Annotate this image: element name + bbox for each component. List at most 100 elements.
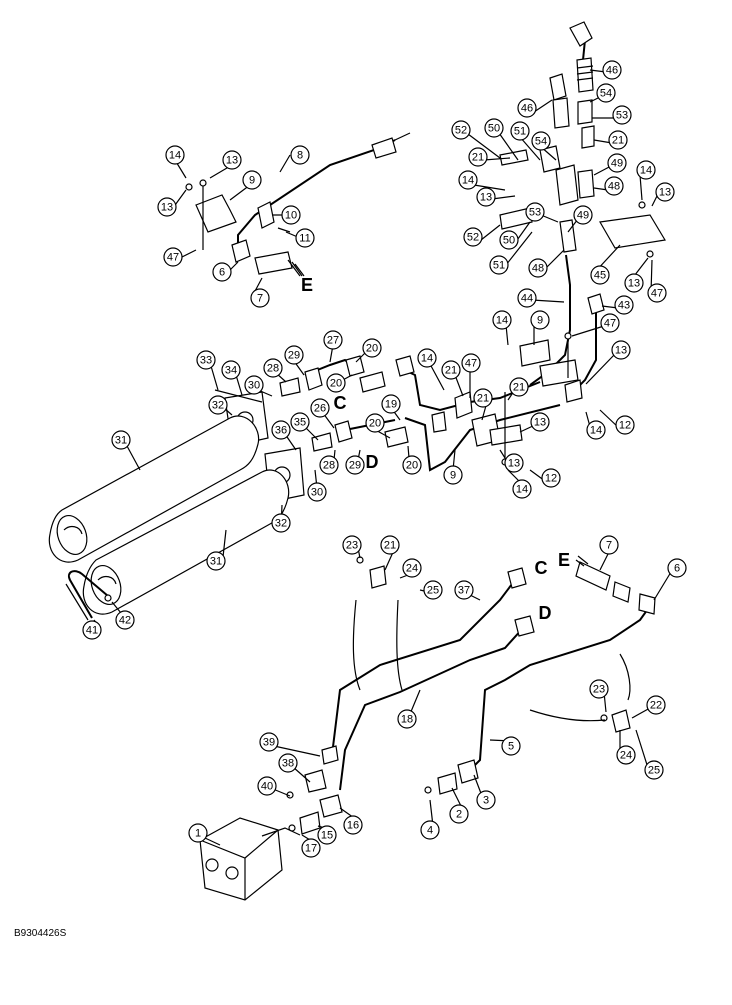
accumulator-upper bbox=[48, 415, 260, 563]
lower-tube-lines bbox=[331, 555, 656, 791]
part-ref-circle bbox=[599, 535, 619, 555]
part-ref-label: 26 bbox=[314, 403, 326, 415]
part-ref-bubble: 53 bbox=[612, 105, 632, 125]
part-ref-label: 35 bbox=[294, 417, 306, 429]
part-ref-label: 48 bbox=[608, 181, 620, 193]
part-ref-bubble: 9 bbox=[242, 170, 262, 190]
part-ref-label: 41 bbox=[86, 625, 98, 637]
part-ref-label: 6 bbox=[674, 563, 680, 575]
part-ref-label: 10 bbox=[285, 210, 297, 222]
part-ref-bubble: 13 bbox=[624, 273, 644, 293]
part-ref-bubble: 9 bbox=[530, 310, 550, 330]
part-ref-label: 32 bbox=[275, 518, 287, 530]
part-ref-label: 30 bbox=[248, 380, 260, 392]
part-ref-bubble: 39 bbox=[259, 732, 279, 752]
part-ref-label: 13 bbox=[534, 417, 546, 429]
part-ref-label: 3 bbox=[483, 795, 489, 807]
part-ref-label: 19 bbox=[385, 399, 397, 411]
part-ref-label: 13 bbox=[615, 345, 627, 357]
part-ref-label: 36 bbox=[275, 425, 287, 437]
figure-code: B9304426S bbox=[14, 928, 67, 939]
part-ref-circle bbox=[163, 247, 183, 267]
part-ref-label: 24 bbox=[620, 750, 632, 762]
part-ref-label: 38 bbox=[282, 758, 294, 770]
part-ref-bubble: 14 bbox=[492, 310, 512, 330]
part-ref-label: 20 bbox=[366, 343, 378, 355]
part-ref-label: 2 bbox=[456, 809, 462, 821]
part-ref-bubble: 41 bbox=[82, 620, 102, 640]
part-ref-label: 44 bbox=[521, 293, 533, 305]
part-ref-bubble: 48 bbox=[528, 258, 548, 278]
part-ref-circle bbox=[501, 736, 521, 756]
part-ref-circle bbox=[612, 105, 632, 125]
part-ref-bubble: 21 bbox=[473, 388, 493, 408]
part-ref-circle bbox=[271, 513, 291, 533]
part-ref-circle bbox=[604, 176, 624, 196]
part-ref-circle bbox=[212, 262, 232, 282]
part-ref-bubble: 14 bbox=[586, 420, 606, 440]
part-ref-circle bbox=[590, 265, 610, 285]
connection-letter-e: E bbox=[558, 550, 570, 570]
part-ref-label: 47 bbox=[651, 288, 663, 300]
part-ref-bubble: 10 bbox=[281, 205, 301, 225]
part-ref-bubble: 51 bbox=[489, 255, 509, 275]
part-ref-label: 31 bbox=[210, 556, 222, 568]
part-ref-circle bbox=[510, 121, 530, 141]
part-ref-circle bbox=[343, 815, 363, 835]
part-ref-circle bbox=[509, 377, 529, 397]
part-ref-circle bbox=[417, 348, 437, 368]
part-ref-bubble: 18 bbox=[397, 709, 417, 729]
part-ref-bubble: 16 bbox=[343, 815, 363, 835]
part-ref-label: 1 bbox=[195, 828, 201, 840]
part-ref-circle bbox=[607, 153, 627, 173]
part-ref-circle bbox=[602, 60, 622, 80]
part-ref-circle bbox=[402, 455, 422, 475]
part-ref-label: 52 bbox=[467, 232, 479, 244]
part-ref-label: 25 bbox=[648, 765, 660, 777]
part-ref-label: 50 bbox=[488, 123, 500, 135]
part-ref-label: 28 bbox=[323, 460, 335, 472]
part-ref-bubble: 28 bbox=[263, 358, 283, 378]
part-ref-label: 13 bbox=[480, 192, 492, 204]
part-ref-bubble: 9 bbox=[443, 465, 463, 485]
part-ref-label: 49 bbox=[577, 210, 589, 222]
part-ref-circle bbox=[362, 338, 382, 358]
part-ref-label: 20 bbox=[369, 418, 381, 430]
part-ref-circle bbox=[206, 551, 226, 571]
part-ref-bubble: 30 bbox=[244, 375, 264, 395]
part-ref-bubble: 14 bbox=[512, 479, 532, 499]
part-ref-circle bbox=[458, 170, 478, 190]
part-ref-circle bbox=[397, 709, 417, 729]
part-ref-label: 15 bbox=[321, 830, 333, 842]
part-ref-label: 21 bbox=[472, 152, 484, 164]
part-ref-circle bbox=[250, 288, 270, 308]
part-ref-circle bbox=[517, 288, 537, 308]
part-ref-circle bbox=[614, 295, 634, 315]
connection-letter-d: D bbox=[539, 603, 552, 623]
part-ref-bubble: 21 bbox=[468, 147, 488, 167]
part-ref-circle bbox=[616, 745, 636, 765]
part-ref-label: 14 bbox=[640, 165, 652, 177]
connection-letter-d: D bbox=[366, 452, 379, 472]
part-ref-label: 28 bbox=[267, 363, 279, 375]
part-ref-circle bbox=[473, 388, 493, 408]
part-ref-circle bbox=[504, 453, 524, 473]
part-ref-bubble: 50 bbox=[484, 118, 504, 138]
part-ref-bubble: 51 bbox=[510, 121, 530, 141]
part-ref-circle bbox=[449, 804, 469, 824]
part-ref-label: 27 bbox=[327, 335, 339, 347]
part-ref-bubble: 19 bbox=[381, 394, 401, 414]
part-ref-circle bbox=[165, 145, 185, 165]
part-ref-label: 13 bbox=[659, 187, 671, 199]
part-ref-circle bbox=[463, 227, 483, 247]
part-ref-bubble: 20 bbox=[362, 338, 382, 358]
upper-left-tube-assembly bbox=[185, 132, 411, 277]
part-ref-label: 9 bbox=[537, 315, 543, 327]
part-ref-circle bbox=[111, 430, 131, 450]
part-ref-bubble: 47 bbox=[600, 313, 620, 333]
part-ref-label: 21 bbox=[384, 540, 396, 552]
part-ref-bubble: 14 bbox=[636, 160, 656, 180]
part-ref-bubble: 53 bbox=[525, 202, 545, 222]
part-ref-bubble: 47 bbox=[461, 353, 481, 373]
part-ref-circle bbox=[586, 420, 606, 440]
